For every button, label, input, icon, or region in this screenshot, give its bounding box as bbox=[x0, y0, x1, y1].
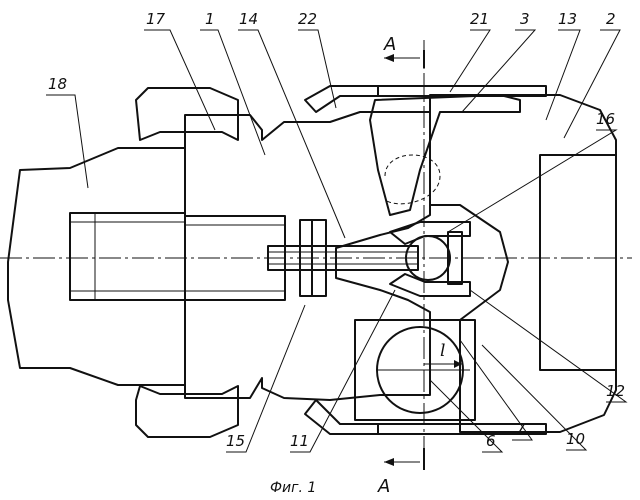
label-12: 12 bbox=[606, 382, 625, 400]
label-22: 22 bbox=[298, 10, 317, 28]
part-6-ball bbox=[355, 320, 475, 420]
label-2: 2 bbox=[606, 10, 616, 28]
label-3: 3 bbox=[520, 10, 530, 28]
label-6: 6 bbox=[486, 432, 496, 450]
dimension-label: l bbox=[440, 341, 445, 361]
figure-caption: Фиг. 1 bbox=[270, 480, 316, 496]
section-marks: A A bbox=[377, 34, 424, 497]
section-letter-bottom: A bbox=[377, 476, 390, 497]
part-2-body bbox=[430, 95, 616, 432]
label-21: 21 bbox=[470, 10, 489, 28]
label-18: 18 bbox=[48, 75, 67, 93]
label-7: 7 bbox=[516, 420, 526, 438]
label-17: 17 bbox=[146, 10, 166, 28]
section-letter-top: A bbox=[383, 34, 396, 55]
label-10: 10 bbox=[566, 430, 585, 448]
label-1: 1 bbox=[205, 10, 215, 28]
label-13: 13 bbox=[558, 10, 577, 28]
label-15: 15 bbox=[226, 432, 245, 450]
part-1-housing bbox=[185, 112, 430, 400]
part-13-socket bbox=[390, 222, 470, 296]
part-22-seal bbox=[305, 86, 378, 434]
label-11: 11 bbox=[290, 432, 309, 450]
label-14: 14 bbox=[239, 10, 258, 28]
part-18-body bbox=[8, 148, 185, 385]
label-16: 16 bbox=[596, 110, 615, 128]
